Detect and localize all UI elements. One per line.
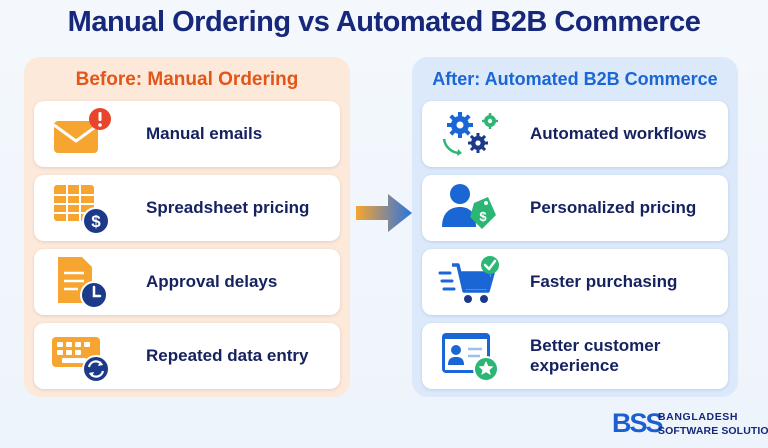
before-label-approval-delays: Approval delays xyxy=(146,272,278,291)
cart-check-icon xyxy=(438,256,499,303)
after-label-personalized-pricing: Personalized pricing xyxy=(530,198,697,217)
before-card-spreadsheet-pricing: $ Spreadsheet pricing xyxy=(34,175,340,241)
document-clock-icon xyxy=(58,257,108,309)
profile-star-icon xyxy=(442,333,499,382)
brand-logo: BSS BANGLADESH SOFTWARE SOLUTION xyxy=(612,406,768,440)
keyboard-refresh-icon xyxy=(52,337,110,383)
before-card-approval-delays: Approval delays xyxy=(34,249,340,315)
brand-name-line-1: BANGLADESH xyxy=(658,411,739,423)
user-price-tag-icon: $ xyxy=(442,184,496,229)
after-panel: After: Automated B2B Commerce xyxy=(412,57,738,397)
brand-mark: BSS xyxy=(612,408,664,438)
envelope-alert-icon xyxy=(53,108,111,153)
spreadsheet-dollar-icon: $ xyxy=(54,185,110,235)
after-card-automated-workflows: Automated workflows xyxy=(422,101,728,167)
before-card-manual-emails: Manual emails xyxy=(34,101,340,167)
after-label-automated-workflows: Automated workflows xyxy=(530,124,707,143)
gears-cycle-icon xyxy=(442,112,498,156)
before-heading: Before: Manual Ordering xyxy=(75,69,299,90)
after-card-better-customer-experience: Better customer experience xyxy=(422,323,728,389)
after-label-better-customer-experience: Better customer experience xyxy=(530,336,661,375)
page-title: Manual Ordering vs Automated B2B Commerc… xyxy=(67,6,701,38)
brand-name-line-2: SOFTWARE SOLUTION xyxy=(658,425,768,437)
before-label-manual-emails: Manual emails xyxy=(146,124,263,143)
after-heading: After: Automated B2B Commerce xyxy=(432,69,718,89)
before-card-repeated-data-entry: Repeated data entry xyxy=(34,323,340,389)
after-label-faster-purchasing: Faster purchasing xyxy=(530,272,678,291)
after-card-faster-purchasing: Faster purchasing xyxy=(422,249,728,315)
arrow-right-icon xyxy=(356,194,412,232)
svg-text:$: $ xyxy=(91,212,101,231)
before-panel: Before: Manual Ordering Manual emails $ … xyxy=(24,57,350,397)
svg-text:$: $ xyxy=(479,209,487,224)
after-card-personalized-pricing: $ Personalized pricing xyxy=(422,175,728,241)
before-label-repeated-data-entry: Repeated data entry xyxy=(146,346,309,365)
before-label-spreadsheet-pricing: Spreadsheet pricing xyxy=(146,198,310,217)
